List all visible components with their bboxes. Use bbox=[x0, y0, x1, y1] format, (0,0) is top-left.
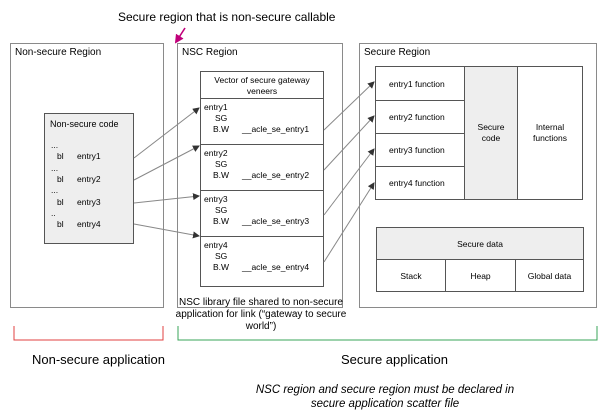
call-arrow-entry2 bbox=[133, 145, 200, 181]
secure-function-label: entry3 function bbox=[389, 145, 445, 155]
veneer-branch-instruction: B.W bbox=[213, 124, 230, 134]
nonsecure-code-line: bl entry3 bbox=[51, 197, 133, 208]
annotation-arrow bbox=[174, 27, 186, 44]
secure-application-bracket bbox=[177, 326, 598, 341]
call-target-text: entry4 bbox=[77, 219, 101, 230]
secure-code-block: entry1 function entry2 function entry3 fun… bbox=[375, 66, 583, 200]
veneer-branch-target: __acle_se_entry1 bbox=[242, 124, 310, 134]
veneer-entry-label: entry2 bbox=[204, 148, 228, 158]
nonsecure-code-line: bl entry1 bbox=[51, 151, 133, 162]
call-target-text: entry3 bbox=[77, 196, 101, 207]
instruction-text: bl bbox=[57, 151, 64, 162]
veneer-sg-instruction: SG bbox=[215, 159, 228, 169]
veneer-entry-label: entry1 bbox=[204, 102, 228, 112]
veneer-branch-instruction: B.W bbox=[213, 262, 230, 272]
veneer-sg-instruction: SG bbox=[215, 251, 228, 261]
veneer-vector-header: Vector of secure gateway veneers bbox=[214, 75, 310, 96]
secure-function-cell: entry4 function bbox=[376, 166, 464, 199]
veneer-branch-target: __acle_se_entry4 bbox=[242, 262, 310, 272]
nonsecure-code-line: ... bbox=[51, 163, 133, 174]
internal-functions-label: Internal functions bbox=[532, 122, 568, 143]
nsc-region-title: NSC Region bbox=[182, 47, 238, 58]
veneer-arrow-entry4 bbox=[323, 182, 375, 263]
secure-code-label: Secure code bbox=[477, 122, 505, 143]
internal-functions-cell: Internal functions bbox=[518, 67, 582, 199]
instruction-text: bl bbox=[57, 219, 64, 230]
nonsecure-code-line: .. bbox=[51, 208, 133, 219]
instruction-text: bl bbox=[57, 196, 64, 207]
veneer-sg-instruction: SG bbox=[215, 205, 228, 215]
nonsecure-code-line: ... bbox=[51, 185, 133, 196]
secure-data-block: Secure data Stack Heap Global data bbox=[376, 227, 584, 292]
secure-application-label: Secure application bbox=[341, 352, 448, 367]
secure-code-cell: Secure code bbox=[464, 67, 518, 199]
secure-function-cell: entry2 function bbox=[376, 100, 464, 133]
ellipsis-text: ... bbox=[51, 185, 59, 196]
secure-data-label: Stack bbox=[400, 270, 422, 281]
ellipsis-text: ... bbox=[51, 140, 59, 150]
veneer-sg-instruction: SG bbox=[215, 113, 228, 123]
secure-data-title: Secure data bbox=[457, 238, 503, 249]
veneer-arrow-entry1 bbox=[323, 81, 375, 131]
secure-function-label: entry4 function bbox=[389, 178, 445, 188]
veneer-branch-target: __acle_se_entry3 bbox=[242, 216, 310, 226]
ellipsis-text: .. bbox=[51, 207, 56, 218]
call-arrow-entry1 bbox=[133, 107, 200, 159]
veneer-branch-instruction: B.W bbox=[213, 216, 230, 226]
secure-data-cell: Stack bbox=[377, 260, 445, 291]
nonsecure-code-line: ... bbox=[51, 140, 133, 151]
nonsecure-code-title: Non-secure code bbox=[50, 119, 119, 129]
secure-function-label: entry2 function bbox=[389, 112, 445, 122]
veneer-branch-instruction: B.W bbox=[213, 170, 230, 180]
secure-data-cell: Global data bbox=[515, 260, 583, 291]
veneer-entry-label: entry3 bbox=[204, 194, 228, 204]
call-arrow-entry3 bbox=[133, 193, 200, 204]
nsc-library-caption: NSC library file shared to non-secure ap… bbox=[175, 297, 347, 332]
nonsecure-application-bracket bbox=[13, 326, 164, 341]
secure-function-cell: entry1 function bbox=[376, 67, 464, 100]
secure-data-label: Global data bbox=[527, 270, 572, 281]
ellipsis-text: ... bbox=[51, 162, 59, 173]
secure-function-cell: entry3 function bbox=[376, 133, 464, 166]
call-arrow-entry4 bbox=[133, 223, 200, 239]
call-target-text: entry1 bbox=[77, 151, 101, 162]
top-annotation: Secure region that is non-secure callabl… bbox=[118, 10, 336, 24]
veneer-branch-target: __acle_se_entry2 bbox=[242, 170, 310, 180]
secure-data-label: Heap bbox=[470, 270, 491, 281]
veneer-arrow-entry3 bbox=[323, 148, 375, 216]
veneer-entry-label: entry4 bbox=[204, 240, 228, 250]
secure-function-label: entry1 function bbox=[389, 78, 445, 89]
instruction-text: bl bbox=[57, 173, 64, 184]
call-target-text: entry2 bbox=[77, 173, 101, 184]
footnote: NSC region and secure region must be dec… bbox=[255, 384, 515, 410]
secure-data-cell: Heap bbox=[445, 260, 515, 291]
nonsecure-code-line: bl entry4 bbox=[51, 219, 133, 230]
nonsecure-region-title: Non-secure Region bbox=[15, 47, 102, 58]
secure-region-title: Secure Region bbox=[364, 47, 431, 58]
veneer-arrow-entry2 bbox=[323, 115, 375, 171]
secure-data-title-cell: Secure data bbox=[377, 228, 583, 260]
nonsecure-application-label: Non-secure application bbox=[32, 352, 165, 367]
nonsecure-code-line: bl entry2 bbox=[51, 174, 133, 185]
